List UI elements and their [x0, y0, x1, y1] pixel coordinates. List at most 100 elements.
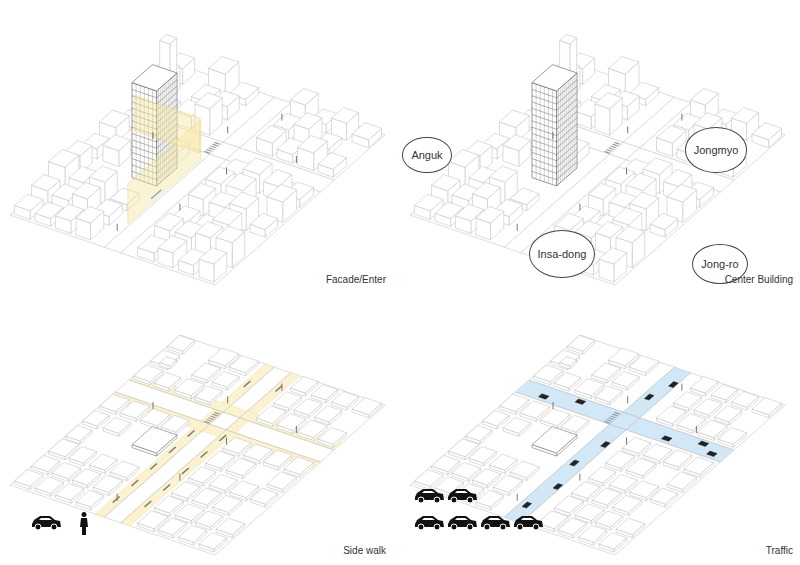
building-roof [752, 398, 782, 415]
pedestrian-flow [275, 386, 282, 392]
building-roof [469, 447, 496, 464]
building-roof [599, 533, 627, 549]
pole-mark [696, 426, 697, 433]
building-roof [532, 427, 577, 453]
building-roof [532, 65, 577, 91]
building-roof [132, 65, 177, 91]
building-roof [199, 248, 227, 264]
building-roof [274, 392, 302, 409]
pedestrian-flow [244, 381, 251, 387]
building-roof [352, 123, 382, 140]
window-mullion [548, 88, 549, 183]
crosswalk-stripe [211, 416, 216, 418]
crosswalk-stripe [206, 150, 211, 152]
building-roof [572, 482, 601, 499]
crosswalk-stripe [608, 418, 613, 420]
building-roof [560, 357, 577, 367]
building-roof [209, 475, 237, 491]
pole-mark [579, 474, 580, 481]
building-roof [209, 56, 239, 74]
car-icon [514, 516, 543, 530]
building-roof [195, 386, 222, 402]
car-wheel [35, 524, 41, 530]
building-roof [626, 173, 656, 191]
building-roof [318, 427, 346, 444]
crosswalk-stripe [215, 142, 220, 144]
building-roof [223, 437, 251, 453]
building-roof [212, 371, 239, 387]
building-roof [629, 356, 659, 373]
road-edge [521, 373, 691, 523]
car-window [488, 518, 501, 520]
building-roof [596, 511, 623, 527]
building-roof [161, 415, 189, 432]
pedestrian-flow [113, 496, 120, 502]
building-roof [684, 457, 714, 475]
building-roof [592, 363, 621, 380]
car-wheel [451, 524, 457, 530]
road-edge [104, 367, 274, 517]
building-roof [483, 410, 510, 426]
building-roof [73, 469, 101, 485]
place-circle: Jongmyo [685, 127, 748, 172]
place-name: Anguk [411, 149, 442, 161]
car-icon [448, 516, 477, 530]
window-mullion [572, 77, 573, 172]
building-roof [352, 398, 382, 415]
building-roof [674, 392, 702, 409]
pedestrian-flow [188, 430, 195, 436]
car-window [422, 491, 435, 493]
building-roof [196, 511, 223, 527]
building-roof [473, 469, 501, 485]
car-icon [415, 489, 444, 503]
building-roof [606, 451, 635, 468]
crosswalk-stripe [606, 150, 611, 152]
building-roof [294, 113, 322, 130]
building-roof [677, 414, 706, 431]
building-roof [555, 496, 584, 513]
building-roof [216, 518, 245, 535]
pole-mark [296, 426, 297, 433]
building-roof [732, 391, 759, 407]
crosswalk-stripe [215, 412, 220, 414]
building-roof [318, 153, 346, 170]
building-roof [103, 418, 131, 434]
building-roof [154, 372, 181, 388]
car-wheel [467, 524, 473, 530]
car-wheel [467, 497, 473, 503]
building-roof [630, 192, 659, 209]
place-name: Jongmyo [694, 144, 739, 156]
pedestrian-flow [169, 447, 176, 453]
building-roof [715, 406, 743, 422]
building-roof [35, 477, 63, 494]
building-roof [15, 470, 44, 487]
building-roof [691, 89, 719, 106]
building-roof [93, 475, 122, 492]
building-roof [643, 158, 672, 175]
building-roof [599, 248, 627, 264]
pedestrian-flow [145, 501, 152, 507]
panel-side [10, 335, 385, 555]
building-roof [155, 496, 184, 513]
pole-mark [281, 114, 282, 121]
building-roof [595, 93, 622, 109]
car-wheel [451, 497, 457, 503]
building-roof [216, 226, 245, 243]
building-roof [626, 458, 656, 476]
building-roof [650, 213, 678, 229]
panel-center [410, 35, 785, 286]
building-roof [560, 35, 577, 45]
crosswalk-stripe [208, 418, 213, 420]
road-edge [504, 97, 674, 247]
building-roof [415, 470, 444, 487]
building-roof [158, 236, 187, 253]
building-roof [476, 490, 504, 507]
building-roof [616, 518, 645, 535]
person-body [80, 518, 88, 535]
road-edge [504, 367, 674, 517]
building-roof [206, 451, 235, 468]
pole-mark [517, 494, 518, 501]
building-roof [155, 213, 184, 230]
